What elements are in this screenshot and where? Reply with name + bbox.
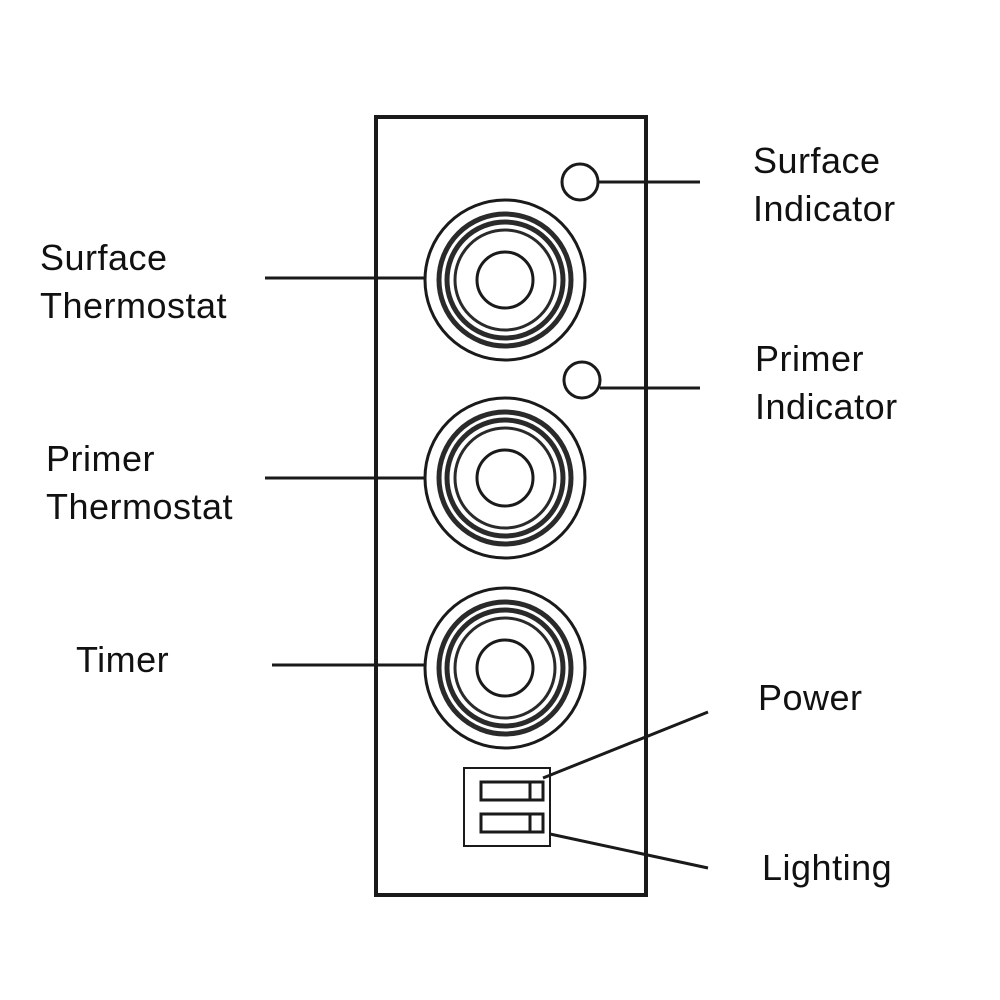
lighting-switch [479,812,545,834]
primer-indicator-light [562,360,602,400]
leader-line-power [542,710,709,780]
primer-thermostat-knob [423,396,587,560]
label-timer: Timer [76,636,169,684]
switch-block [463,767,551,847]
label-surface-indicator-line1: Surface [753,140,881,181]
power-switch [479,780,545,802]
label-surface-indicator-line2: Indicator [753,188,896,229]
label-surface-thermostat-line1: Surface [40,237,168,278]
label-power: Power [758,674,863,722]
label-lighting: Lighting [762,844,892,892]
label-power-text: Power [758,677,863,718]
label-primer-indicator-line2: Indicator [755,386,898,427]
surface-thermostat-knob [423,198,587,362]
leader-line-lighting [549,832,709,870]
label-surface-thermostat: Surface Thermostat [40,234,227,330]
label-surface-thermostat-line2: Thermostat [40,285,228,326]
label-lighting-text: Lighting [762,847,893,888]
label-surface-indicator: Surface Indicator [753,137,896,233]
surface-indicator-light [560,162,600,202]
label-primer-indicator: Primer Indicator [755,335,898,431]
label-primer-thermostat-line2: Thermostat [46,486,234,527]
label-primer-indicator-line1: Primer [755,338,864,379]
timer-knob [423,586,587,750]
label-primer-thermostat-line1: Primer [46,438,155,479]
label-primer-thermostat: Primer Thermostat [46,435,233,531]
panel-outline [374,115,648,897]
label-timer-text: Timer [76,639,170,680]
